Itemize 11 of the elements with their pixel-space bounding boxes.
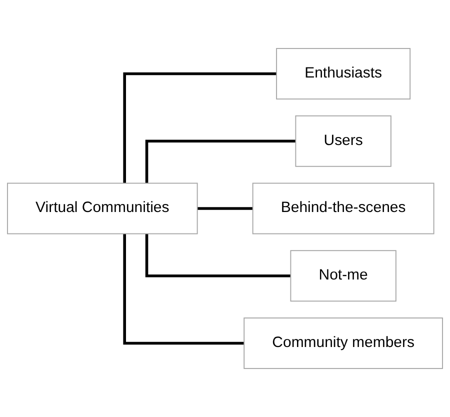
connector bbox=[196, 207, 253, 210]
connector bbox=[145, 234, 291, 278]
node-box: Community members bbox=[244, 318, 443, 369]
connector bbox=[123, 72, 277, 184]
node-box: Behind-the-scenes bbox=[252, 182, 434, 234]
node-box: Enthusiasts bbox=[276, 48, 411, 100]
node-box: Not-me bbox=[290, 250, 396, 302]
node-box: Virtual Communities bbox=[7, 182, 198, 234]
node-box: Users bbox=[295, 115, 392, 167]
connector bbox=[123, 234, 244, 345]
connector bbox=[145, 140, 296, 184]
